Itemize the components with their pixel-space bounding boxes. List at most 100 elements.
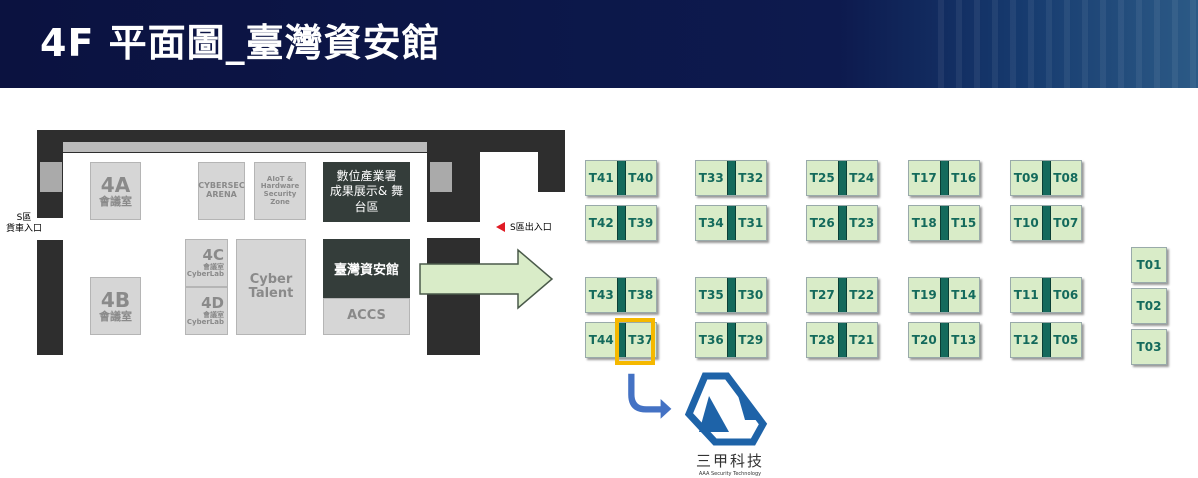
booth-label: T09: [1013, 171, 1039, 185]
booth-label: T26: [809, 216, 835, 230]
booth-single[interactable]: T02: [1131, 288, 1167, 324]
booth-pair[interactable]: T33 T32: [695, 160, 767, 196]
booth-label: T38: [628, 288, 654, 302]
booth-single[interactable]: T01: [1131, 247, 1167, 283]
header-decoration: [938, 0, 1198, 88]
booth-pair[interactable]: T44 T37: [585, 322, 657, 358]
booth-label: T16: [951, 171, 977, 185]
booth-divider: [1041, 206, 1051, 240]
booth-label: T21: [849, 333, 875, 347]
company-tagline: AAA Security Technology: [698, 471, 762, 477]
booth-pair[interactable]: T34 T31: [695, 205, 767, 241]
booth-label: T42: [588, 216, 614, 230]
room-aiot: AIoT & Hardware Security Zone: [254, 162, 306, 220]
booth-label: T18: [911, 216, 937, 230]
booth-divider: [726, 323, 736, 357]
room-code: 4A: [100, 172, 131, 197]
header-banner: 4F 平面圖_臺灣資安館: [0, 0, 1198, 88]
highlight-box: [615, 318, 655, 365]
exit-label: S區出入口: [510, 223, 552, 233]
room-digital-industry: 數位產業署 成果展示& 舞台區: [323, 162, 410, 222]
truck-entrance-label: S區貨車入口: [6, 213, 42, 235]
booth-pair[interactable]: T28 T21: [806, 322, 878, 358]
room-taiwan-pavilion: 臺灣資安館: [323, 239, 410, 298]
booth-label: T19: [911, 288, 937, 302]
restroom: [430, 162, 452, 192]
booth-label: T24: [849, 171, 875, 185]
booth-label: T02: [1136, 299, 1162, 313]
booth-divider: [1041, 323, 1051, 357]
room-code: 4B: [100, 287, 131, 312]
room-sub: CyberLab: [186, 318, 224, 327]
aaa-logo-icon: [684, 372, 768, 446]
booth-divider: [837, 278, 847, 312]
room-code: 4D: [201, 294, 224, 313]
booth-divider: [939, 206, 949, 240]
room-label: 會議室: [99, 309, 132, 323]
booth-label: T44: [588, 333, 614, 347]
booth-divider: [837, 206, 847, 240]
booth-label: T41: [588, 171, 614, 185]
booth-label: T14: [951, 288, 977, 302]
booth-divider: [939, 323, 949, 357]
booth-label: T08: [1053, 171, 1079, 185]
booth-label: T32: [738, 171, 764, 185]
top-right-block: [538, 130, 565, 192]
booth-divider: [837, 161, 847, 195]
booth-divider: [616, 161, 626, 195]
booth-divider: [616, 278, 626, 312]
room-accs: ACCS: [323, 298, 410, 335]
booth-pair[interactable]: T36 T29: [695, 322, 767, 358]
booth-label: T28: [809, 333, 835, 347]
booth-label: T29: [738, 333, 764, 347]
booth-pair[interactable]: T09 T08: [1010, 160, 1082, 196]
booth-label: T07: [1053, 216, 1079, 230]
booth-label: T37: [628, 333, 654, 347]
page-title: 4F 平面圖_臺灣資安館: [40, 21, 441, 65]
company-logo: 三甲科技 AAA Security Technology: [684, 372, 775, 478]
room-sub: CyberLab: [186, 270, 224, 279]
room-label: 會議室: [99, 194, 132, 208]
booth-label: T22: [849, 288, 875, 302]
booth-single[interactable]: T03: [1131, 329, 1167, 365]
booth-label: T34: [698, 216, 724, 230]
room-cybersec-arena: CYBERSEC ARENA: [198, 162, 245, 220]
truck-entrance-line1: S區: [16, 213, 32, 223]
company-name: 三甲科技: [695, 452, 764, 470]
booth-divider: [726, 206, 736, 240]
booth-label: T06: [1053, 288, 1079, 302]
booth-label: T36: [698, 333, 724, 347]
right-wall-lower: [427, 238, 480, 355]
booth-divider: [939, 278, 949, 312]
booth-pair[interactable]: T42 T39: [585, 205, 657, 241]
booth-label: T35: [698, 288, 724, 302]
truck-door: [35, 218, 70, 240]
room-label: 會議室: [203, 310, 224, 319]
room-label: 會議室: [203, 262, 224, 271]
top-corridor: [63, 142, 463, 152]
room-cyber-talent: Cyber Talent: [236, 239, 306, 335]
booth-label: T33: [698, 171, 724, 185]
booth-divider: [837, 323, 847, 357]
booth-label: T01: [1136, 258, 1162, 272]
booth-label: T03: [1136, 340, 1162, 354]
booth-pair[interactable]: T19 T14: [908, 277, 980, 313]
booth-label: T31: [738, 216, 764, 230]
booth-label: T05: [1053, 333, 1079, 347]
booth-label: T39: [628, 216, 654, 230]
